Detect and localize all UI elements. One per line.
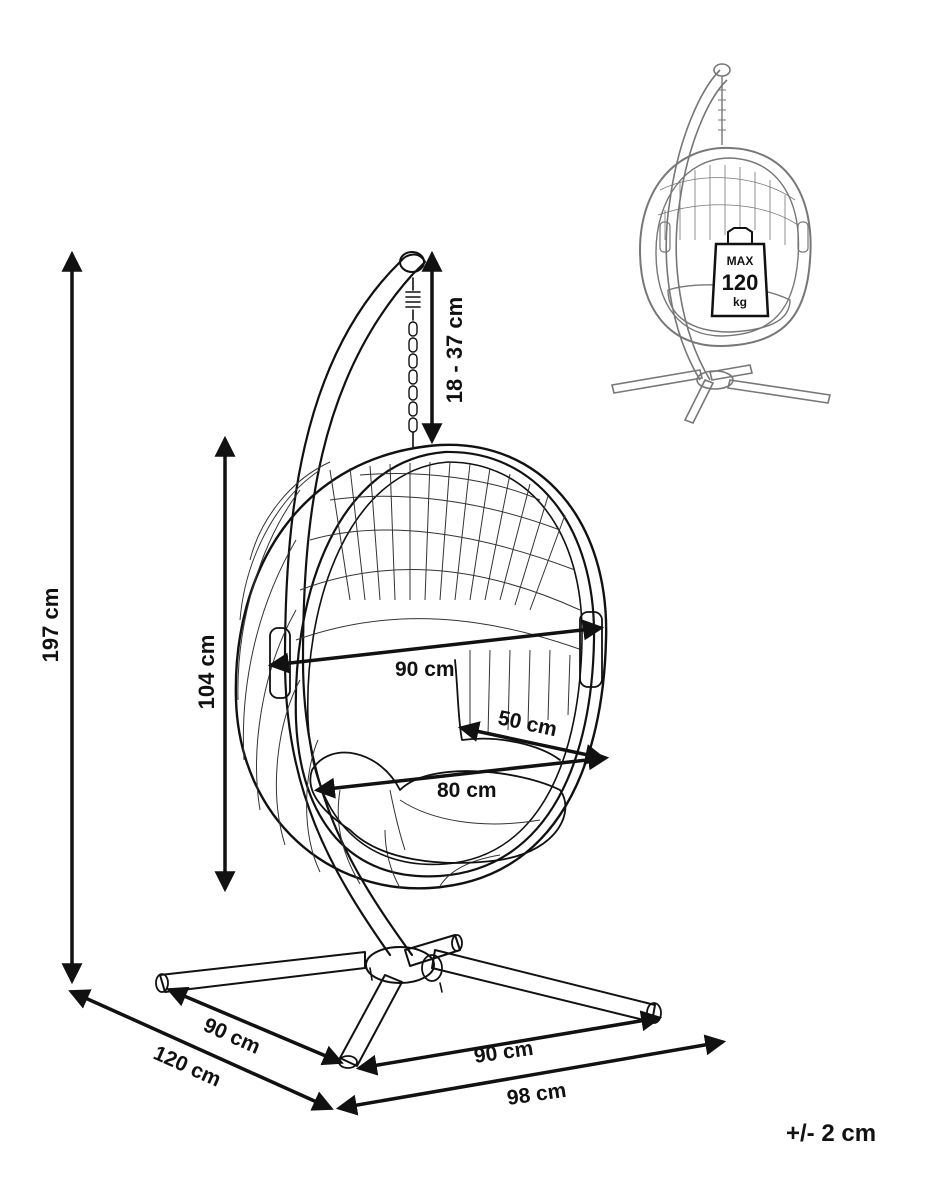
label-base-front: 98 cm — [505, 1079, 567, 1110]
label-tolerance: +/- 2 cm — [786, 1120, 876, 1147]
label-height-seat: 104 cm — [194, 635, 219, 710]
label-base-right: 90 cm — [472, 1037, 534, 1068]
label-chain: 18 - 37 cm — [442, 297, 467, 403]
weight-unit: kg — [733, 295, 747, 309]
dimension-arrows — [61, 250, 727, 1116]
label-height-total: 197 cm — [38, 588, 63, 663]
thumbnail-chair — [611, 63, 831, 425]
label-seat-inner: 80 cm — [437, 779, 497, 802]
label-base-diagonal: 120 cm — [150, 1042, 224, 1092]
weight-max: MAX — [727, 254, 754, 268]
weight-icon: MAX 120 kg — [710, 227, 770, 318]
chain — [405, 277, 421, 449]
weave — [295, 461, 583, 736]
weight-value: 120 — [722, 270, 759, 295]
label-seat-width: 90 cm — [395, 658, 455, 681]
egg-shell — [234, 443, 608, 890]
chair-drawing — [155, 251, 662, 1069]
cushion — [309, 751, 567, 864]
